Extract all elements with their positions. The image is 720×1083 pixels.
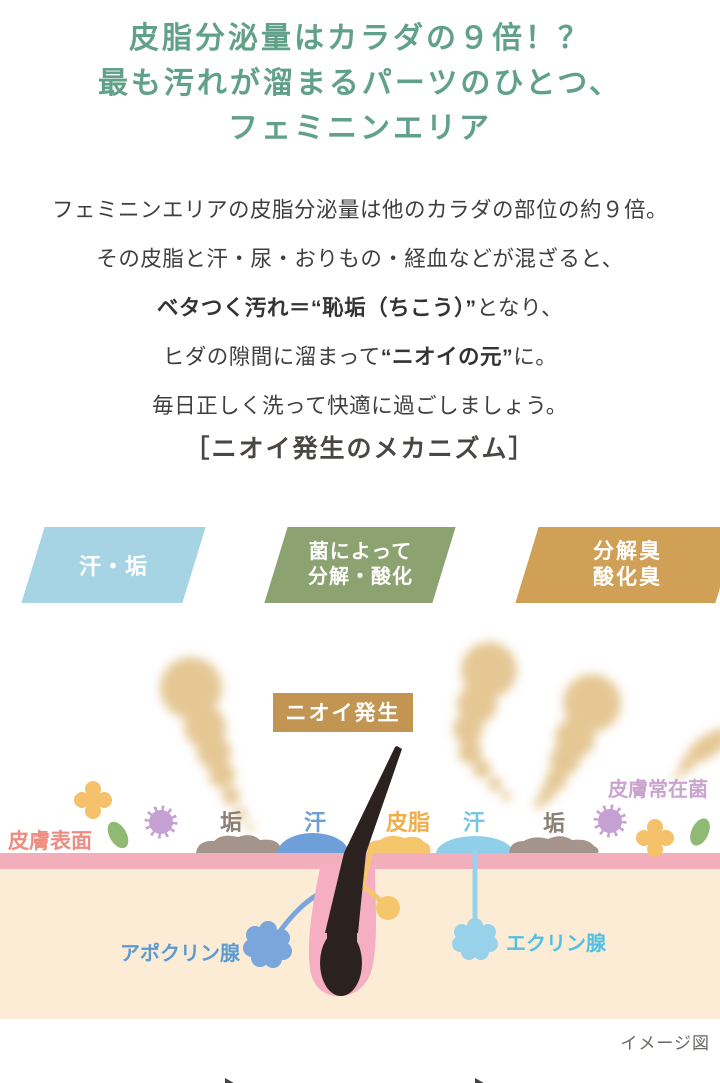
- intro-line3-bold: ベタつく汚れ＝“恥垢（ちこう）”: [156, 296, 477, 320]
- intro-line4-bold: “ニオイの元”: [380, 345, 514, 369]
- flow-step-label: 菌によって 分解・酸化: [308, 540, 413, 590]
- eccrine-gland-icon: [452, 918, 498, 960]
- flora-oval-icon: [107, 821, 129, 849]
- intro-line3: ベタつく汚れ＝“恥垢（ちこう）”となり、: [0, 284, 720, 333]
- skin-illustration: 皮膚表面 垢 汗 皮脂 汗 垢 皮膚常在菌 アポクリン腺 エクリン腺 ニオイ発生: [0, 642, 720, 1019]
- flow-step-label: 分解臭 酸化臭: [593, 539, 662, 591]
- dirt-blob-left: [196, 835, 284, 853]
- label-sweat-left: 汗: [304, 810, 326, 835]
- intro-line4-pre: ヒダの隙間に溜まって: [162, 345, 381, 369]
- odor-label: ニオイ発生: [273, 693, 413, 732]
- smoke-plume-left: [160, 657, 254, 831]
- flora-clover-icon: [636, 819, 674, 857]
- label-skin-flora: 皮膚常在菌: [608, 777, 708, 801]
- page-title-line2: 最も汚れが溜まるパーツのひとつ、: [97, 67, 623, 100]
- flow-arrow-icon: [475, 1078, 498, 1083]
- label-skin-surface: 皮膚表面: [8, 830, 92, 853]
- flow-step-label: 汗・垢: [78, 554, 148, 579]
- flow-step-label-line2: 酸化臭: [592, 566, 662, 589]
- flow-step-label-line2: 分解・酸化: [307, 566, 413, 588]
- flow-step-label-line1: 菌によって: [308, 541, 412, 563]
- page-title-line1: 皮脂分泌量はカラダの９倍！？: [129, 22, 591, 55]
- flora-clover-icon: [74, 781, 112, 819]
- smoke-plume-center: [453, 642, 517, 801]
- label-sebum: 皮脂: [386, 810, 430, 835]
- intro-line5: 毎日正しく洗って快適に過ごしましょう。: [152, 394, 568, 418]
- flora-starburst-icon: [144, 805, 178, 839]
- intro-line2: その皮脂と汗・尿・おりもの・経血などが混ざると、: [96, 247, 624, 271]
- page-title: 皮脂分泌量はカラダの９倍！？ 最も汚れが溜まるパーツのひとつ、 フェミニンエリア: [0, 16, 720, 151]
- smoke-plume-right: [534, 674, 621, 809]
- flow-arrow-icon: [225, 1078, 248, 1083]
- intro-line1: フェミニンエリアの皮脂分泌量は他のカラダの部位の約９倍。: [51, 198, 668, 222]
- flora-oval-icon: [690, 818, 710, 846]
- label-eccrine-gland: エクリン腺: [506, 931, 607, 955]
- intro-line4-post: に。: [513, 345, 558, 369]
- label-dirt-right: 垢: [543, 811, 565, 836]
- label-sweat-right: 汗: [463, 810, 485, 835]
- odor-label-text: ニオイ発生: [286, 701, 401, 725]
- intro-paragraph: フェミニンエリアの皮脂分泌量は他のカラダの部位の約９倍。 その皮脂と汗・尿・おり…: [0, 186, 720, 431]
- hair: [320, 746, 402, 996]
- flora-starburst-icon: [593, 804, 627, 838]
- page-title-line3: フェミニンエリア: [228, 112, 492, 145]
- dirt-blob-right: [509, 836, 599, 853]
- label-apocrine-gland: アポクリン腺: [120, 941, 241, 965]
- sebum-blob: [365, 835, 431, 853]
- intro-line4: ヒダの隙間に溜まって“ニオイの元”に。: [0, 333, 720, 382]
- image-note: イメージ図: [620, 1034, 710, 1053]
- flow-step-bacteria: 菌によって 分解・酸化: [264, 527, 456, 603]
- intro-line3-rest: となり、: [476, 296, 564, 320]
- label-dirt-left: 垢: [220, 810, 242, 835]
- mechanism-title: ［ニオイ発生のメカニズム］: [184, 435, 536, 463]
- flow-step-label-line1: 分解臭: [592, 540, 662, 563]
- smoke-plume-edge: [674, 728, 720, 780]
- apocrine-gland-icon: [243, 921, 292, 968]
- odor-flow-diagram: 汗・垢 菌によって 分解・酸化 分解臭 酸化臭: [0, 527, 720, 1083]
- flow-step-sweat-dirt: 汗・垢: [21, 527, 206, 603]
- sebaceous-gland-icon: [376, 896, 400, 920]
- flow-step-odor: 分解臭 酸化臭: [515, 527, 720, 603]
